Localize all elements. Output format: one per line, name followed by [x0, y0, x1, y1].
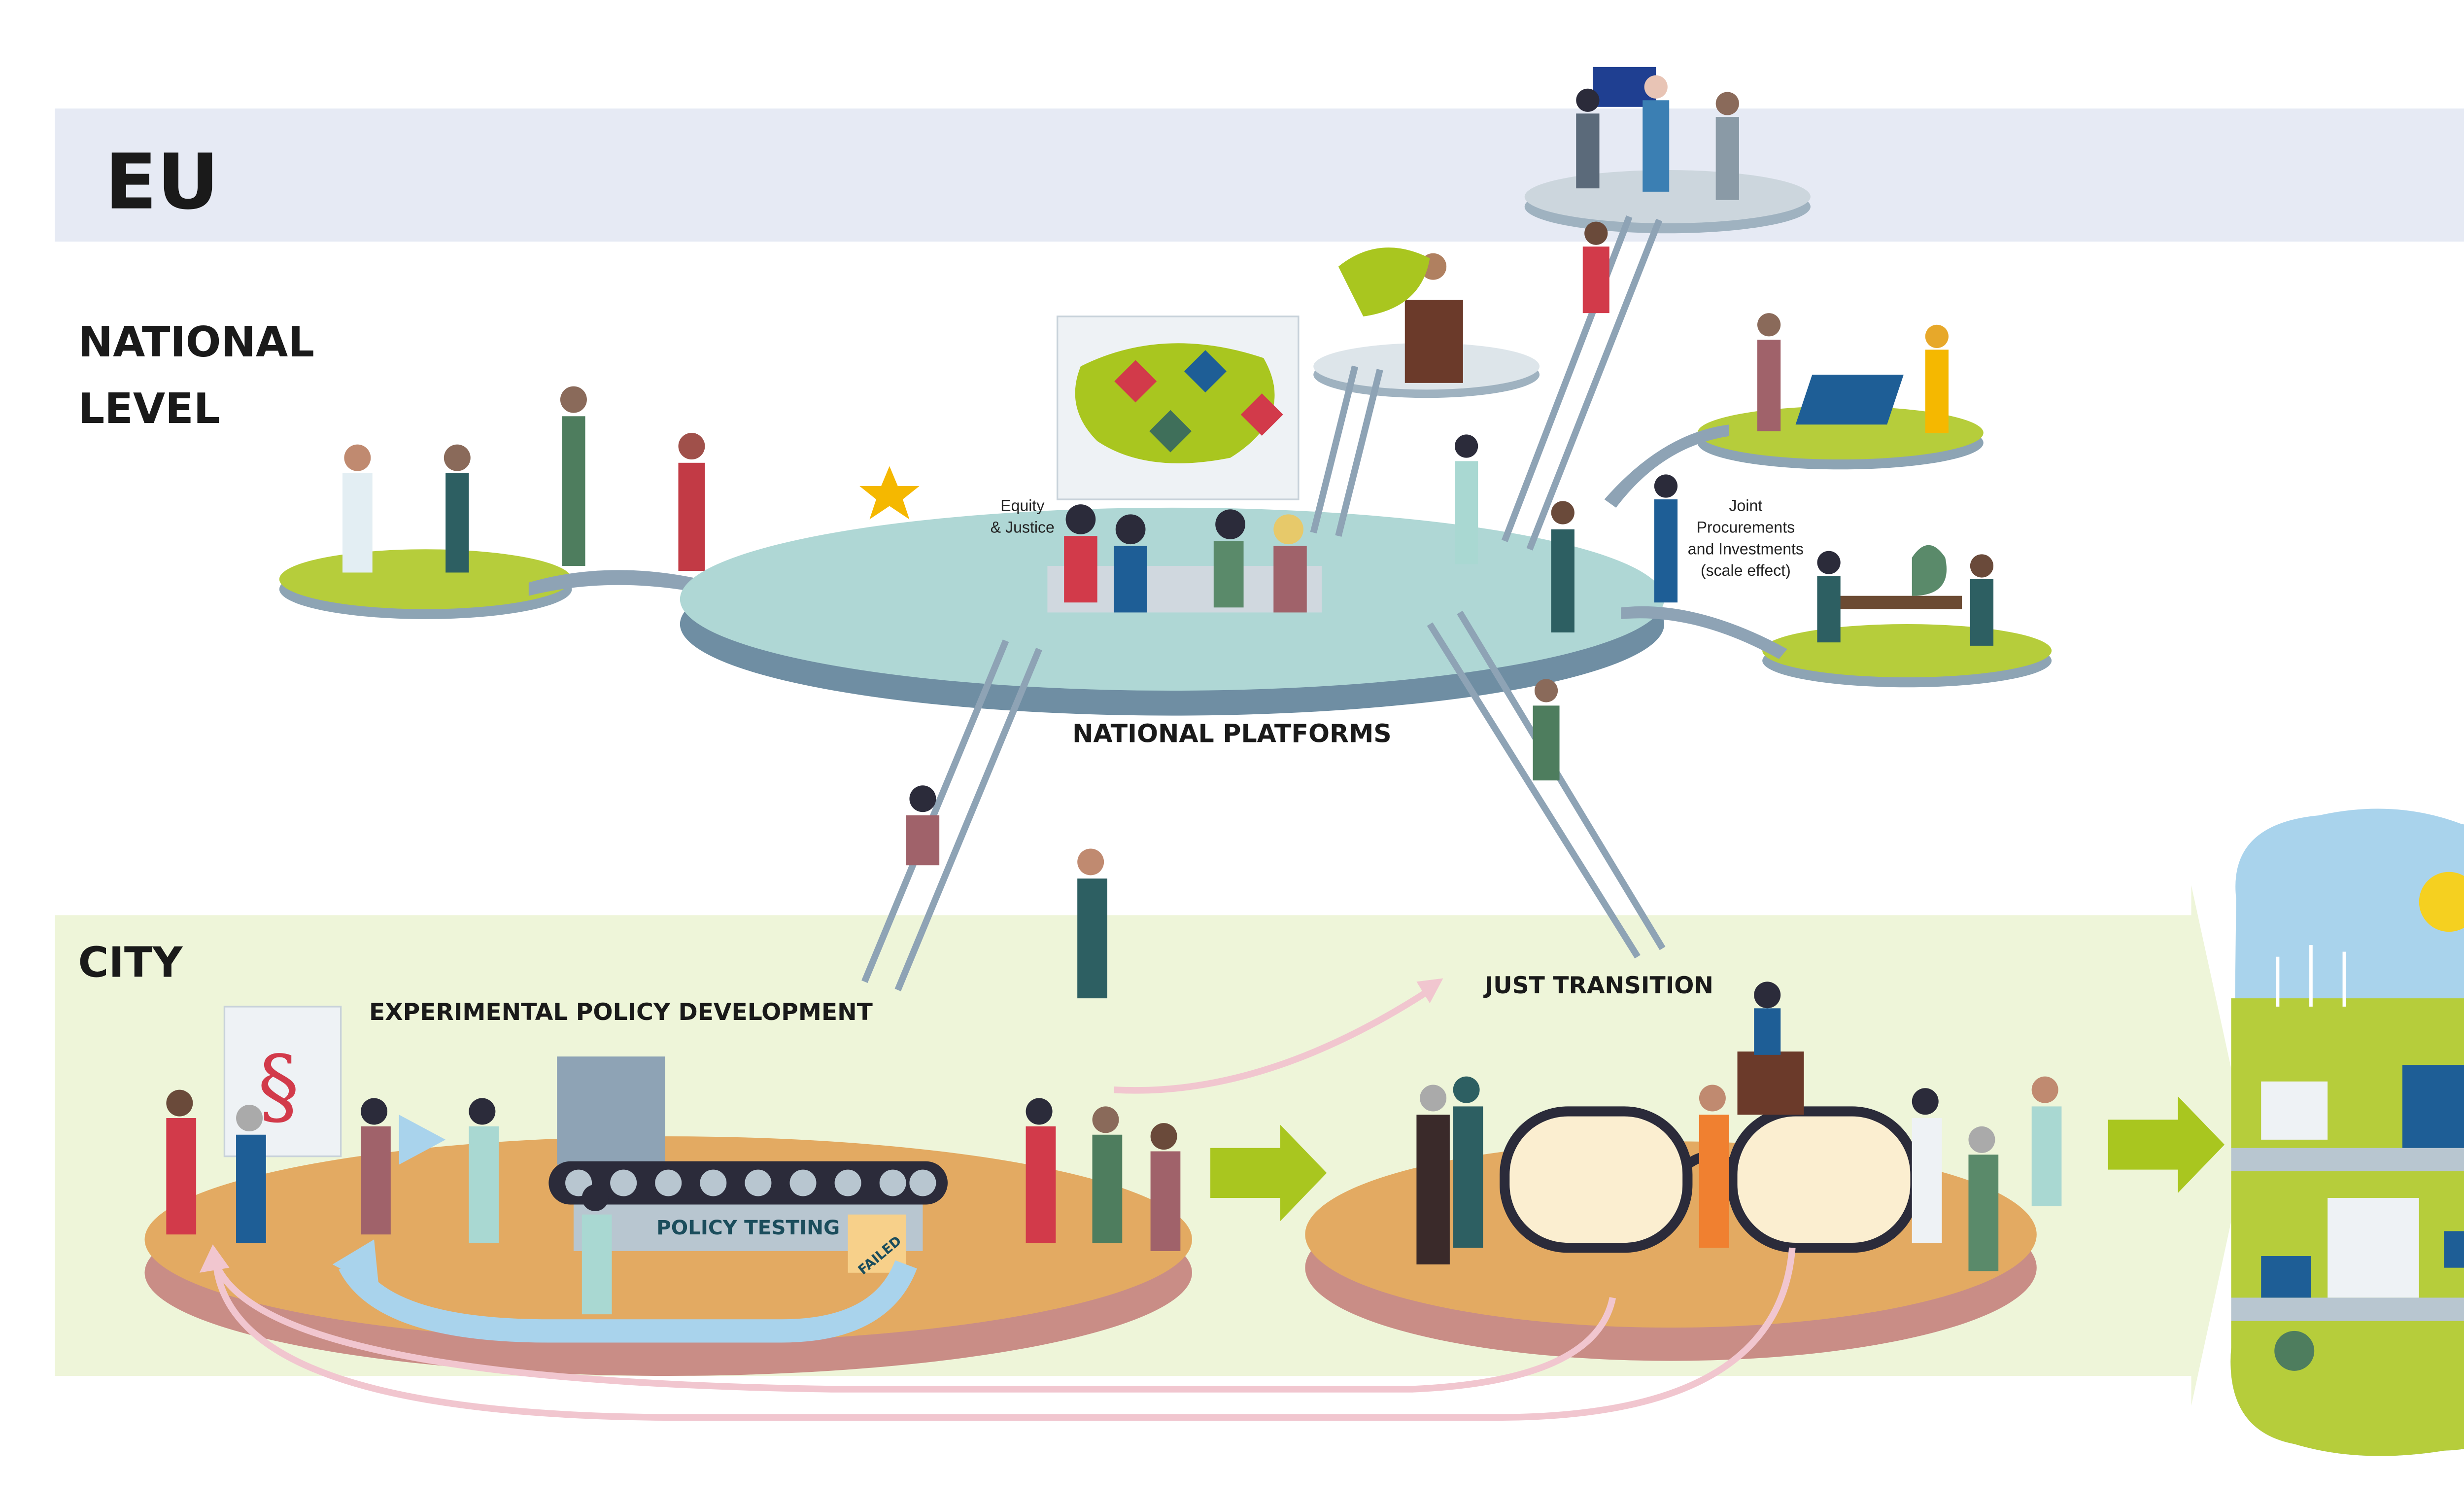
policy-testing-label: POLICY TESTING — [656, 1216, 840, 1239]
experimental-platform: § — [144, 1006, 1192, 1376]
eu-label: EU — [105, 138, 219, 227]
national-platform — [680, 315, 1678, 716]
national-platforms-label: NATIONAL PLATFORMS — [1072, 719, 1392, 748]
joint-label-3: and Investments — [1688, 540, 1804, 558]
feedback-arrowhead-left — [199, 1244, 230, 1273]
joint-label-2: Procurements — [1697, 518, 1795, 536]
equity-justice-label-1: Equity — [1000, 497, 1044, 515]
joint-label-4: (scale effect) — [1701, 561, 1791, 579]
eu-platform — [1524, 67, 1811, 234]
arrow-to-just-transition — [1210, 1124, 1327, 1222]
solar-platform — [1604, 313, 1984, 508]
arrow-to-city — [2108, 1096, 2225, 1193]
just-transition-platform — [1305, 981, 2062, 1361]
just-transition-label: JUST TRANSITION — [1483, 972, 1713, 999]
ladder-climbers — [906, 221, 1609, 999]
national-level-label-1: NATIONAL — [78, 318, 314, 366]
science-platform — [279, 386, 920, 619]
investment-platform — [1621, 545, 2052, 688]
feedback-arrows — [212, 987, 1796, 1421]
city-label: CITY — [78, 938, 183, 986]
national-level-label-2: LEVEL — [78, 385, 220, 433]
joint-label-1: Joint — [1729, 497, 1763, 515]
sustainable-city — [2230, 808, 2464, 1456]
experimental-policy-label: EXPERIMENTAL POLICY DEVELOPMENT — [369, 999, 873, 1026]
feedback-arrowhead — [1416, 978, 1443, 1004]
ladders — [861, 215, 1666, 991]
eu-band — [55, 108, 2464, 242]
podium-platform — [1313, 247, 1540, 398]
equity-justice-label-2: & Justice — [991, 518, 1055, 536]
svg-text:§: § — [258, 1037, 299, 1134]
